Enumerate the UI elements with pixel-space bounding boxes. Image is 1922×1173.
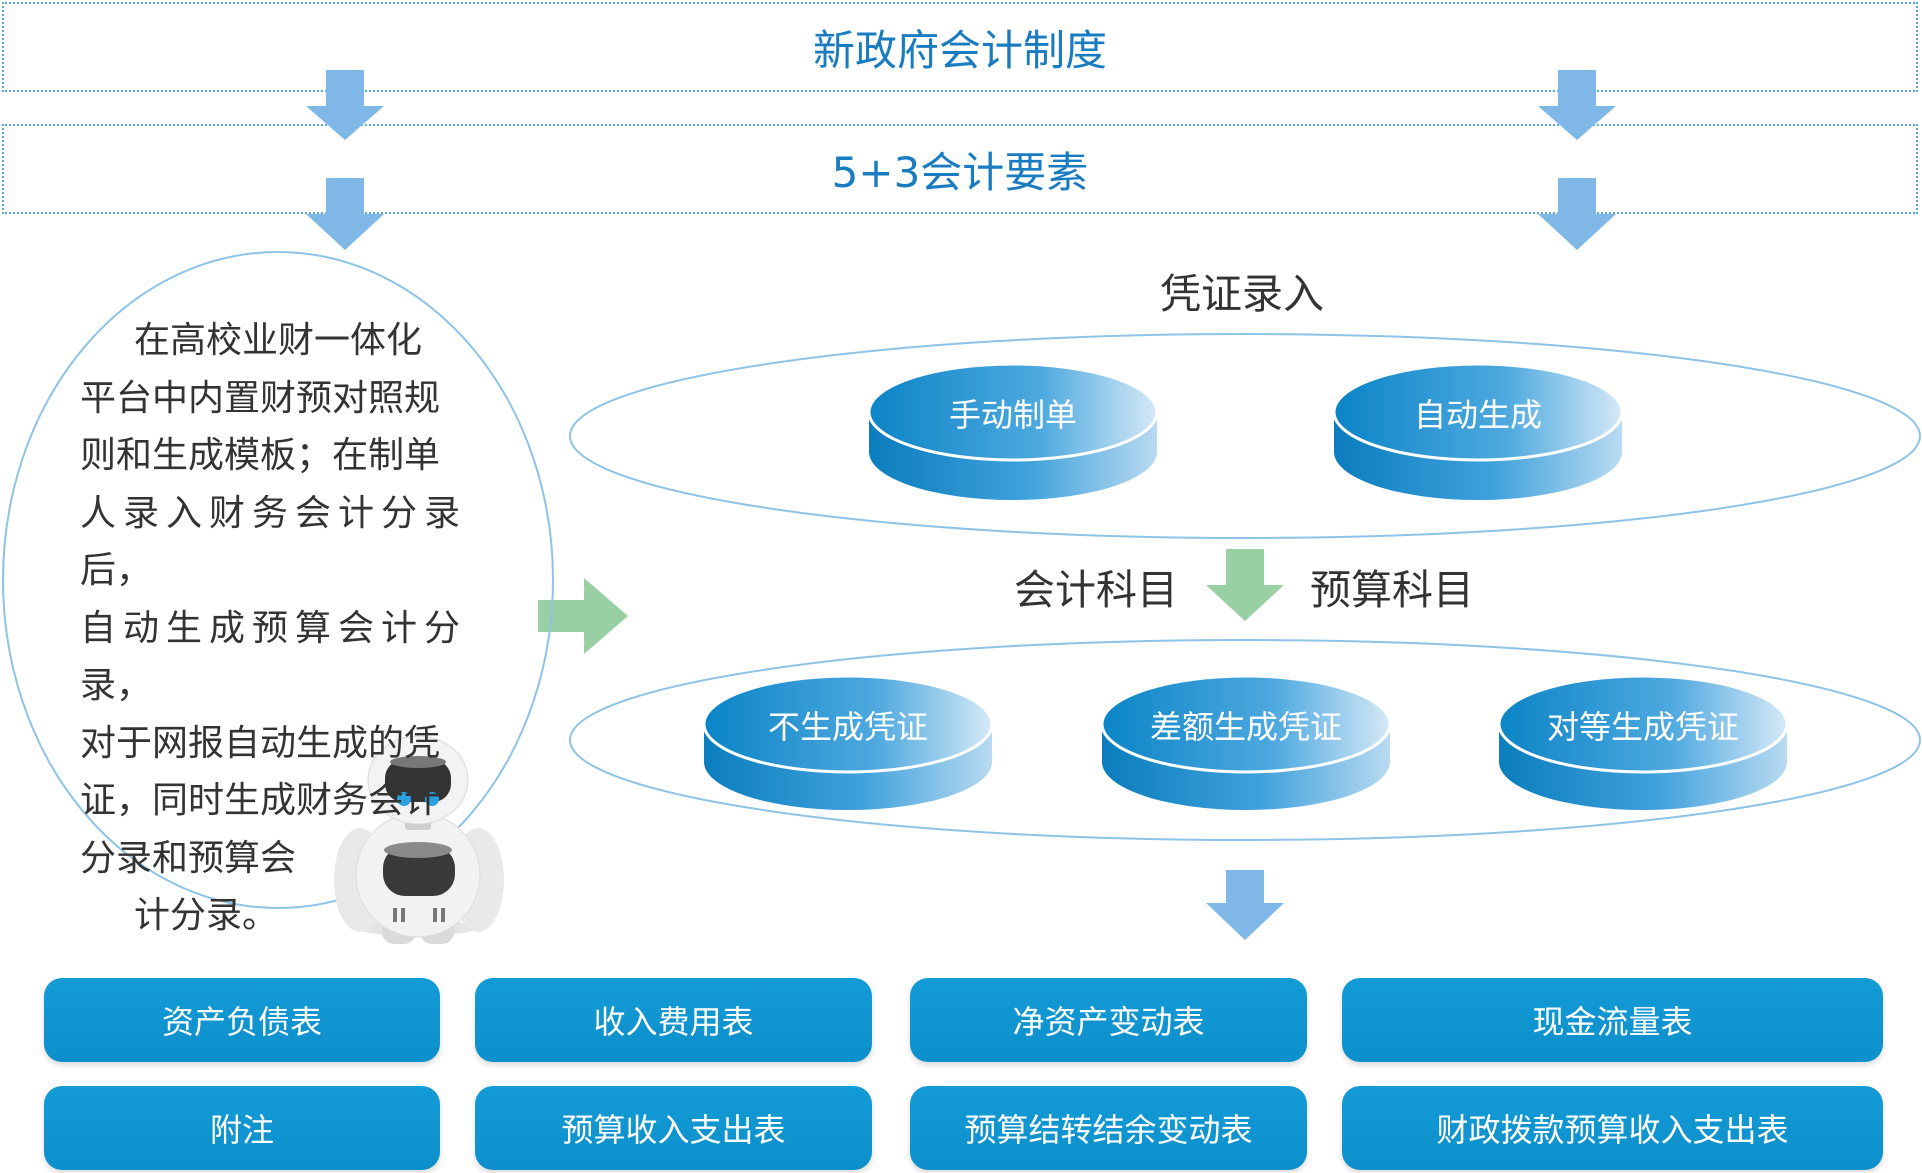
description-line: 人录入财务会计分录后， [80, 492, 460, 592]
disk-manual [867, 362, 1159, 500]
description-line: 分录和预算会 [80, 837, 297, 879]
disk-label-diff-voucher: 差额生成凭证 [1149, 708, 1342, 746]
description-line: 则和生成模板；在制单 [80, 435, 441, 476]
disk-diff-voucher [1100, 674, 1392, 810]
description-line: 在高校业财一体化 [134, 320, 423, 361]
report-label: 财政拨款预算收入支出表 [1436, 1111, 1789, 1149]
report-net-assets-change: 净资产变动表 [910, 978, 1307, 1062]
report-cash-flow: 现金流量表 [1342, 978, 1883, 1062]
description-line: 对于网报自动生成的凭 [80, 722, 441, 764]
disk-label-auto: 自动生成 [1413, 396, 1542, 434]
accounting-subject-label: 会计科目 [1014, 566, 1178, 614]
description-line: 平台中内置财预对照规 [80, 377, 441, 419]
report-budget-carryover-change: 预算结转结余变动表 [910, 1086, 1307, 1170]
report-fiscal-appropriation: 财政拨款预算收入支出表 [1342, 1086, 1883, 1170]
report-balance-sheet: 资产负债表 [44, 978, 440, 1062]
arrow-down-icon [1538, 178, 1616, 250]
disk-label-no-voucher: 不生成凭证 [767, 708, 928, 746]
report-label: 净资产变动表 [1012, 1003, 1205, 1041]
report-label: 现金流量表 [1532, 1003, 1693, 1041]
arrow-down-icon [1206, 870, 1284, 940]
disk-auto [1332, 362, 1624, 500]
second-band-title: 5+3会计要素 [831, 147, 1089, 197]
disk-label-manual: 手动制单 [948, 396, 1077, 434]
report-budget-income-expenditure: 预算收入支出表 [475, 1086, 872, 1170]
report-income-expense: 收入费用表 [475, 978, 872, 1062]
budget-subject-label: 预算科目 [1310, 566, 1474, 614]
arrow-right-icon [538, 578, 628, 654]
description-line: 证，同时生成财务会计 [80, 780, 441, 821]
report-label: 资产负债表 [161, 1003, 322, 1041]
report-label: 附注 [209, 1111, 274, 1149]
disk-no-voucher [702, 674, 994, 810]
report-label: 预算收入支出表 [561, 1111, 786, 1149]
voucher-entry-label: 凭证录入 [1160, 270, 1324, 318]
description-line: 自动生成预算会计分录， [80, 607, 460, 707]
arrow-down-icon [1538, 70, 1616, 140]
top-band-title: 新政府会计制度 [812, 25, 1107, 75]
report-notes: 附注 [44, 1086, 440, 1170]
disk-equal-voucher [1497, 674, 1789, 810]
report-label: 收入费用表 [593, 1003, 754, 1041]
report-label: 预算结转结余变动表 [964, 1111, 1253, 1149]
robot-icon [334, 735, 504, 944]
arrow-down-icon [306, 178, 384, 250]
description-text: 在高校业财一体化 平台中内置财预对照规 则和生成模板；在制单 人录入财务会计分录… [80, 312, 460, 945]
second-band: 5+3会计要素 [2, 124, 1918, 214]
disk-label-equal-voucher: 对等生成凭证 [1546, 708, 1739, 746]
description-line: 计分录。 [134, 895, 279, 936]
arrow-down-icon [306, 70, 384, 140]
top-band: 新政府会计制度 [2, 2, 1918, 92]
arrow-down-green-icon [1206, 549, 1284, 621]
